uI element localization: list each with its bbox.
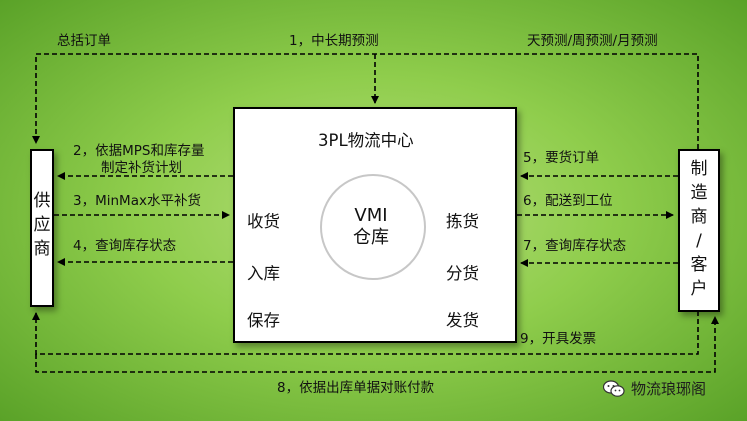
flow-2-label-line1: 2，依据MPS和库存量 — [73, 143, 205, 159]
vmi-warehouse-circle — [320, 174, 426, 280]
wechat-icon — [602, 379, 625, 398]
center-title: 3PL物流中心 — [318, 131, 414, 150]
op-putaway: 入库 — [247, 264, 280, 283]
flow-6-label: 6，配送到工位 — [523, 193, 613, 209]
forecast-types-label: 天预测/周预测/月预测 — [527, 33, 658, 49]
flow-2-label-line2: 制定补货计划 — [101, 160, 182, 176]
flow-9-label: 9，开具发票 — [520, 331, 597, 347]
flow-5-label: 5，要货订单 — [523, 150, 600, 166]
summary-order-label: 总括订单 — [57, 33, 111, 49]
logistics-center-box: 3PL物流中心 VMI 仓库 收货 入库 保存 拣货 分货 发货 — [233, 107, 517, 343]
flow-7-label: 7，查询库存状态 — [523, 238, 627, 254]
op-sort: 分货 — [446, 264, 479, 283]
customer-label: 制 造 商 / 客 户 — [690, 159, 708, 299]
op-ship: 发货 — [446, 311, 479, 330]
flow-8-arrow — [35, 316, 719, 373]
watermark-text: 物流琅琊阁 — [631, 380, 707, 398]
op-pick: 拣货 — [446, 212, 479, 231]
flow-4-label: 4，查询库存状态 — [73, 238, 177, 254]
flow-1-label: 1，中长期预测 — [289, 33, 379, 49]
supplier-box: 供 应 商 — [30, 149, 54, 307]
op-receive: 收货 — [247, 212, 280, 231]
supplier-label: 供 应 商 — [33, 191, 51, 259]
vmi-warehouse-label: VMI 仓库 — [353, 205, 389, 248]
op-store: 保存 — [247, 311, 280, 330]
customer-box: 制 造 商 / 客 户 — [678, 149, 720, 312]
flow-3-label: 3，MinMax水平补货 — [73, 193, 201, 209]
watermark: 物流琅琊阁 — [602, 378, 707, 399]
forecast-line — [32, 53, 699, 149]
flow-8-label: 8，依据出库单据对账付款 — [277, 380, 435, 396]
